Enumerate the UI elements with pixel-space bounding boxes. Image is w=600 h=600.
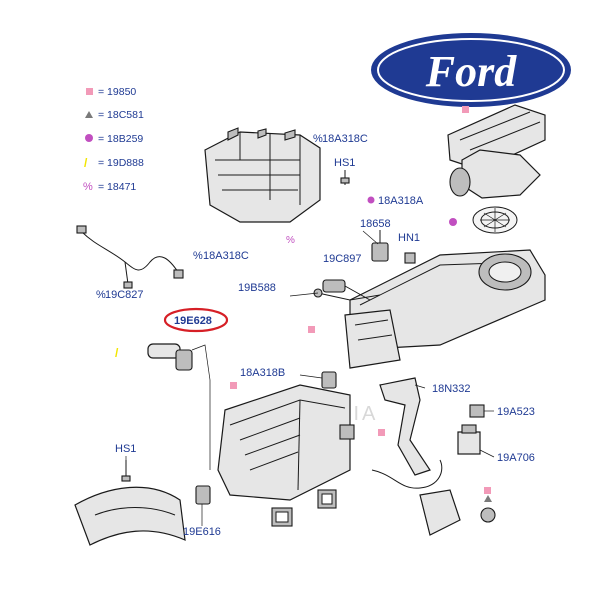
- label-18a318a-dot: [367, 196, 375, 204]
- label-18a318c-left-prefix: %: [193, 250, 203, 262]
- marker-square: [378, 429, 385, 436]
- label-19a523: 19A523: [497, 406, 535, 418]
- callout-markers: / %: [115, 106, 491, 494]
- marker-square: [462, 106, 469, 113]
- label-19c897: 19C897: [323, 253, 362, 265]
- lower-main-case: [217, 384, 351, 501]
- legend-slash-symbol: /: [84, 156, 88, 170]
- label-hs1-top: HS1: [334, 157, 355, 169]
- screw-hs1-bottom: [121, 460, 131, 482]
- module-19a706: [457, 424, 481, 455]
- sensor-19e628: [147, 343, 211, 470]
- clip-hn1: [404, 252, 416, 264]
- marker-square: [230, 382, 237, 389]
- label-19c827: 19C827: [105, 289, 144, 301]
- label-18a318c-left: 18A318C: [203, 250, 249, 262]
- label-19c827-prefix: %: [96, 289, 106, 301]
- resistor-19a523: [469, 404, 485, 418]
- label-19e616: 19E616: [183, 526, 221, 538]
- actuator-side: [339, 424, 355, 440]
- actuator-18a318b: [321, 371, 337, 389]
- label-hn1: HN1: [398, 232, 420, 244]
- label-19a706: 19A706: [497, 452, 535, 464]
- screw-hs1-top: [340, 170, 350, 185]
- label-18n332: 18N332: [432, 383, 471, 395]
- legend: = 19850 = 18C581 = 18B259 / = 19D888 % =…: [83, 86, 144, 193]
- upper-duct-housing: [204, 127, 321, 223]
- legend-square-symbol: [86, 88, 93, 95]
- highlight-ring: [163, 307, 229, 333]
- label-19b588: 19B588: [238, 282, 276, 294]
- sensor-19e616: [195, 485, 211, 505]
- marker-circle: [449, 218, 457, 226]
- marker-square: [308, 326, 315, 333]
- legend-label: = 18B259: [98, 133, 143, 145]
- heater-box-right: [344, 249, 546, 369]
- label-18a318c-top-prefix: %: [313, 133, 323, 145]
- marker-slash: /: [115, 346, 119, 360]
- legend-label: = 19850: [98, 86, 136, 98]
- leader-lines: [125, 230, 495, 526]
- callout-labels: % 18A318C HS1 18A318A % 18A318C 18658 HN…: [96, 133, 535, 538]
- label-19e628: 19E628: [174, 315, 212, 327]
- legend-percent-symbol: %: [83, 181, 93, 193]
- legend-triangle-symbol: [85, 111, 93, 118]
- gaskets: [271, 489, 337, 527]
- sensor-19c897: [322, 279, 371, 301]
- actuator-18658: [371, 230, 389, 262]
- label-18a318b: 18A318B: [240, 367, 285, 379]
- legend-label: = 18471: [98, 181, 136, 193]
- blower-housing: [447, 104, 546, 199]
- lower-right-harness: [371, 459, 496, 536]
- lower-left-duct: [74, 486, 186, 546]
- marker-square: [484, 487, 491, 494]
- ford-logo: Ford: [371, 33, 571, 107]
- legend-circle-symbol: [85, 134, 93, 142]
- wiring-harness: [76, 225, 184, 289]
- legend-label: = 19D888: [98, 157, 144, 169]
- legend-label: = 18C581: [98, 109, 144, 121]
- duct-18n332: [379, 377, 431, 476]
- label-hs1-bottom: HS1: [115, 443, 136, 455]
- label-18658: 18658: [360, 218, 391, 230]
- filter-disc: [472, 206, 518, 234]
- ford-logo-text: Ford: [425, 47, 517, 96]
- label-18a318a: 18A318A: [378, 195, 424, 207]
- marker-percent: %: [286, 235, 295, 246]
- label-18a318c-top: 18A318C: [322, 133, 368, 145]
